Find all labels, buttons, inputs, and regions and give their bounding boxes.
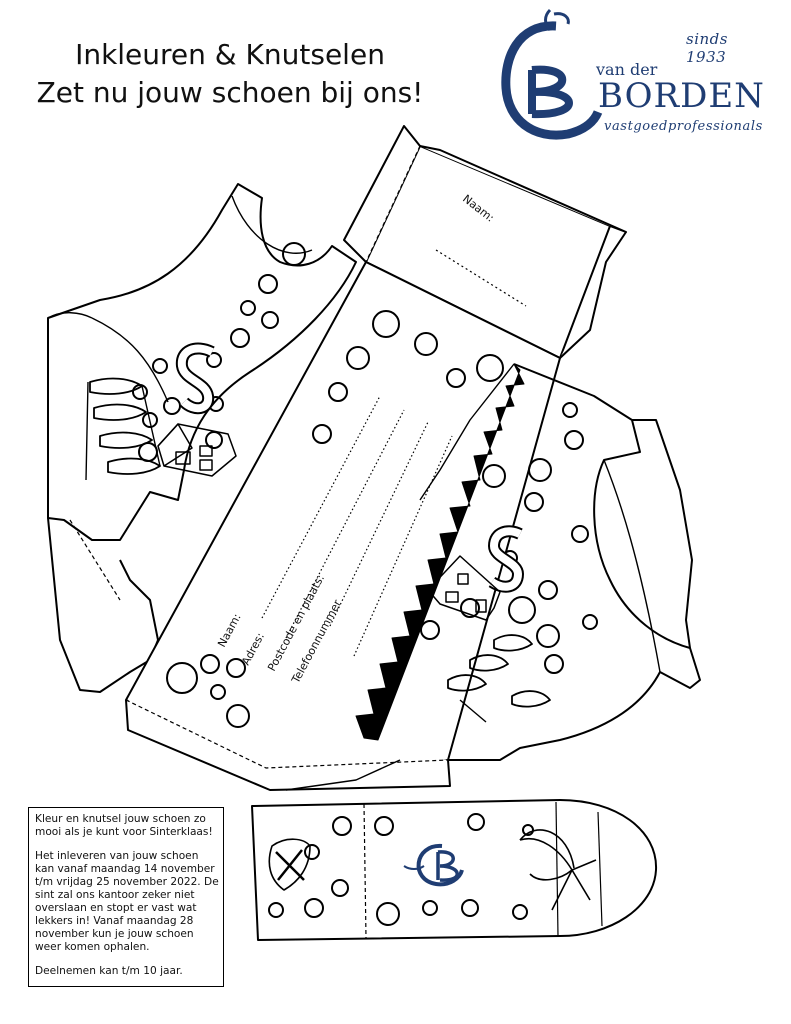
insole-shield-icon <box>268 838 311 891</box>
logo-prefix: van der <box>596 60 658 79</box>
left-shoe-laces <box>85 377 161 481</box>
right-house-icon <box>427 555 501 621</box>
logo-mark-icon <box>501 8 603 140</box>
insole-dots <box>268 813 534 926</box>
right-shoe-laces <box>447 634 551 723</box>
title-line-1: Inkleuren & Knutselen <box>75 38 385 71</box>
left-s-letter <box>175 342 215 415</box>
info-paragraph-2: Het inleveren van jouw schoen kan vanaf … <box>35 850 219 953</box>
info-note: Kleur en knutsel jouw schoen zo mooi als… <box>28 807 224 987</box>
info-paragraph-1: Kleur en knutsel jouw schoen zo mooi als… <box>35 813 213 838</box>
left-shoe-dots <box>132 242 306 462</box>
company-logo: sinds 1933 van der BORDEN vastgoedprofes… <box>498 8 768 143</box>
insole-bow-icon <box>519 829 597 911</box>
logo-name: BORDEN <box>598 76 765 116</box>
page-title: Inkleuren & Knutselen Zet nu jouw schoen… <box>0 36 460 112</box>
right-shoe-dots <box>420 402 598 674</box>
left-shoe-panel <box>47 183 357 693</box>
central-box <box>125 125 627 791</box>
box-field-lines <box>261 395 453 657</box>
right-shoe-panel <box>285 363 701 791</box>
title-line-2: Zet nu jouw schoen bij ons! <box>36 76 424 109</box>
right-s-letter <box>488 525 524 593</box>
right-sole-teeth <box>355 363 525 741</box>
info-paragraph-3: Deelnemen kan t/m 10 jaar. <box>35 965 183 977</box>
box-dots <box>166 310 504 728</box>
insole-logo-icon <box>403 843 464 887</box>
box-fold-lines <box>125 145 611 769</box>
logo-tagline: vastgoedprofessionals <box>604 119 763 134</box>
logo-since: sinds 1933 <box>686 30 728 66</box>
left-house-icon <box>157 423 237 477</box>
